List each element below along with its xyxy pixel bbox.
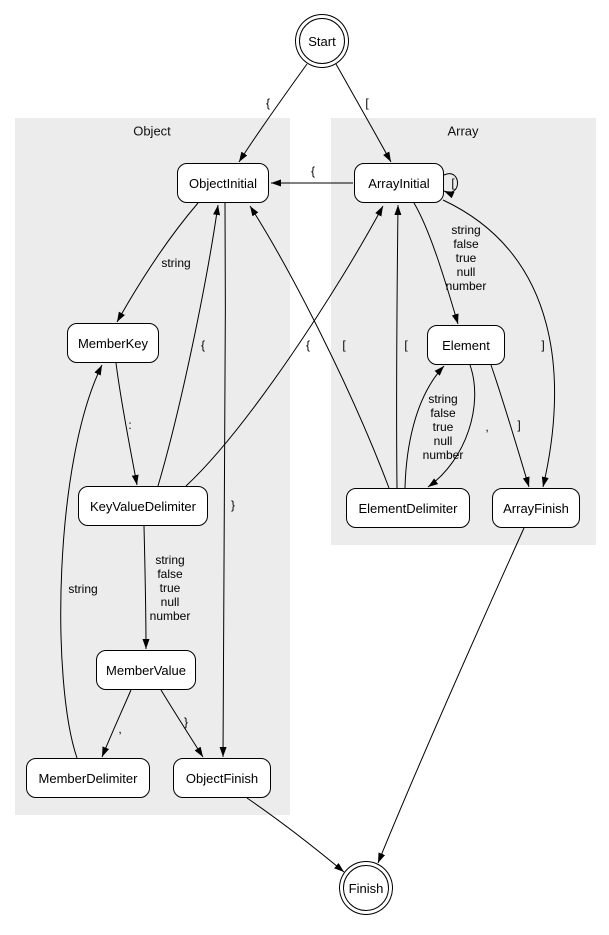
node-memberkey: MemberKey <box>67 323 159 363</box>
edge-objectinitial-to-objectfinish <box>219 202 227 758</box>
node-start: Start <box>299 18 345 64</box>
edge-label-start-arrayinitial: [ <box>365 96 369 110</box>
edge-arrayinitial-self-loop <box>443 173 458 199</box>
edge-label-keyvaluedelimiter-arrayinitial: [ <box>342 338 346 352</box>
node-arrayinitial: ArrayInitial <box>354 163 444 203</box>
edge-label-memberdelimiter-memberkey: string <box>68 582 98 596</box>
edge-label-memberkey-keyvaluedelimiter: : <box>128 418 132 432</box>
edge-label-arrayinitial-objectinitial: { <box>310 164 316 178</box>
edge-arrayfinish-to-finish <box>377 527 525 864</box>
edge-label-elementdelimiter-arrayinitial: [ <box>404 338 408 352</box>
node-elementdelimiter: ElementDelimiter <box>346 488 470 528</box>
edge-label-elementdelimiter-objectinitial: { <box>305 338 311 352</box>
edge-membervalue-to-memberdelimiter <box>101 689 132 758</box>
edge-elementdelimiter-to-objectinitial <box>249 205 390 489</box>
edge-label-membervalue-objectfinish: } <box>183 715 189 729</box>
edge-label-arrayinitial-arrayfinish: ] <box>541 338 545 352</box>
edge-label-element-arrayfinish: ] <box>517 418 521 432</box>
edge-arrayinitial-to-arrayfinish <box>442 199 556 488</box>
edge-arrayinitial-to-element <box>413 202 459 325</box>
node-keyvaluedelimiter: KeyValueDelimiter <box>78 486 208 526</box>
node-membervalue: MemberValue <box>96 650 196 690</box>
node-objectfinish: ObjectFinish <box>173 758 271 798</box>
edge-label-element-elementdelimiter: , <box>485 420 489 434</box>
array-cluster-label: Array <box>447 123 479 139</box>
edge-keyvaluedelimiter-to-arrayinitial <box>185 205 384 487</box>
edge-label-objectinitial-memberkey: string <box>161 256 191 270</box>
edge-label-keyvaluedelimiter-membervalue: string false true null number <box>149 553 191 623</box>
node-arrayfinish: ArrayFinish <box>492 488 580 528</box>
edge-label-arrayinitial-element: string false true null number <box>445 223 487 293</box>
edge-element-to-arrayfinish <box>490 364 530 488</box>
edge-keyvaluedelimiter-to-membervalue <box>142 525 150 650</box>
edge-label-arrayinitial-self: [ <box>451 176 455 190</box>
edge-elementdelimiter-to-arrayinitial <box>394 204 402 489</box>
edge-membervalue-to-objectfinish <box>160 689 204 758</box>
edge-label-membervalue-memberdelimiter: , <box>118 722 122 736</box>
edge-label-objectinitial-objectfinish: } <box>230 498 236 512</box>
edge-objectinitial-to-memberkey <box>116 202 199 323</box>
node-element: Element <box>427 325 505 365</box>
edge-elementdelimiter-to-element <box>404 365 445 489</box>
edge-label-start-objectinitial: { <box>265 96 271 110</box>
edge-objectfinish-to-finish <box>246 797 345 873</box>
edge-memberdelimiter-to-memberkey <box>60 364 103 759</box>
edge-element-to-elementdelimiter <box>427 364 476 488</box>
node-objectinitial: ObjectInitial <box>177 163 269 203</box>
edge-memberkey-to-keyvaluedelimiter <box>115 362 139 486</box>
node-finish: Finish <box>343 865 389 911</box>
edge-keyvaluedelimiter-to-objectinitial <box>157 204 221 487</box>
object-cluster <box>15 118 290 815</box>
edge-label-elementdelimiter-element: string false true null number <box>422 392 464 462</box>
object-cluster-label: Object <box>133 123 171 139</box>
node-memberdelimiter: MemberDelimiter <box>26 758 150 798</box>
edge-start-to-objectinitial <box>238 63 308 163</box>
edge-start-to-arrayinitial <box>335 63 392 163</box>
edge-label-keyvaluedelimiter-objectinitial: { <box>200 338 206 352</box>
